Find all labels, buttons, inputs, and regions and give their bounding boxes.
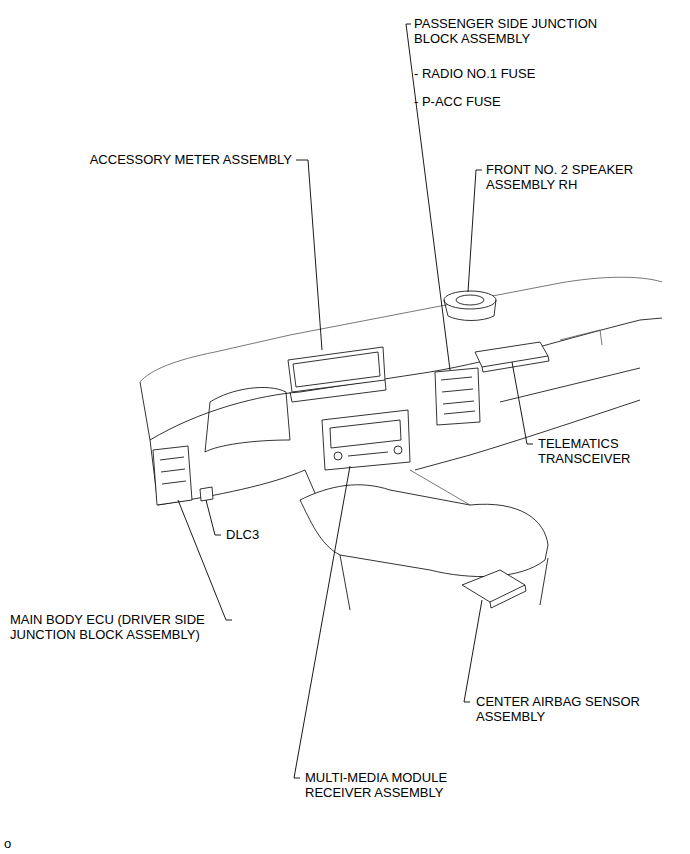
part-name: MULTI-MEDIA MODULE RECEIVER ASSEMBLY [305, 770, 480, 800]
fuse-name: - P-ACC FUSE [414, 94, 501, 109]
part-name: DLC3 [226, 527, 259, 542]
fuse-name: - RADIO NO.1 FUSE [414, 66, 535, 81]
part-name: FRONT NO. 2 SPEAKER ASSEMBLY RH [486, 162, 676, 192]
part-name: CENTER AIRBAG SENSOR ASSEMBLY [476, 694, 661, 724]
part-name: TELEMATICS TRANSCEIVER [538, 436, 653, 466]
part-name: PASSENGER SIDE JUNCTION BLOCK ASSEMBLY [414, 16, 629, 46]
part-name: ACCESSORY METER ASSEMBLY [90, 152, 292, 167]
figure-mark: o [4, 836, 11, 851]
part-name: MAIN BODY ECU (DRIVER SIDE JUNCTION BLOC… [10, 612, 224, 642]
